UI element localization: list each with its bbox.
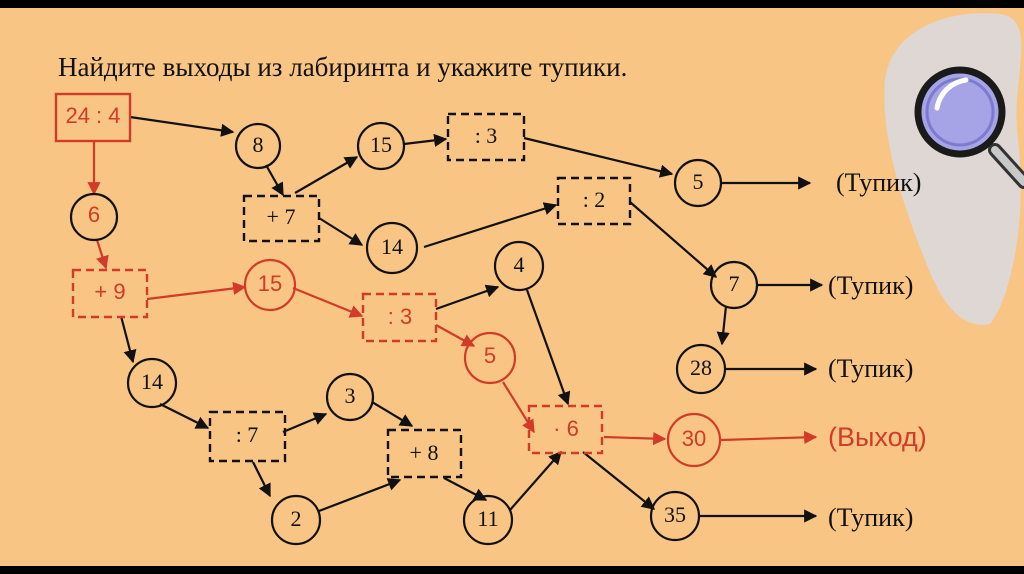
node-15-red: 15 <box>243 258 297 312</box>
svg-text:3: 3 <box>345 383 356 408</box>
op-mul-6: · 6 <box>527 404 604 455</box>
svg-text:30: 30 <box>682 426 706 451</box>
svg-text:15: 15 <box>370 132 392 157</box>
node-15: 15 <box>356 121 406 171</box>
op-plus-9: + 9 <box>71 268 149 319</box>
svg-text:: 2: : 2 <box>583 187 606 212</box>
deadend-label-4: (Тупик) <box>828 503 913 532</box>
svg-text:: 7: : 7 <box>236 422 259 447</box>
slide-title: Найдите выходы из лабиринта и укажите ту… <box>58 52 628 82</box>
svg-text:11: 11 <box>477 506 498 531</box>
node-11: 11 <box>462 494 514 546</box>
svg-text:: 3: : 3 <box>475 123 498 148</box>
node-5-red: 5 <box>463 331 517 385</box>
node-35: 35 <box>649 490 701 542</box>
node-14-top: 14 <box>365 221 419 275</box>
red-arrows <box>87 142 818 446</box>
svg-text:: 3: : 3 <box>388 304 412 329</box>
svg-text:4: 4 <box>514 252 525 277</box>
op-plus-7: + 7 <box>242 194 321 243</box>
node-3: 3 <box>325 372 375 422</box>
black-arrows <box>119 115 824 523</box>
top-bar <box>0 0 1024 8</box>
exit-label: (Выход) <box>828 422 927 452</box>
node-4: 4 <box>493 240 545 292</box>
svg-text:14: 14 <box>381 234 403 259</box>
node-30: 30 <box>666 412 722 468</box>
svg-text:5: 5 <box>484 343 496 368</box>
svg-text:2: 2 <box>291 506 302 531</box>
svg-text:+ 9: + 9 <box>94 279 125 304</box>
svg-text:14: 14 <box>141 369 163 394</box>
magnifying-glass-icon <box>884 13 1024 325</box>
op-plus-8: + 8 <box>386 428 463 479</box>
svg-text:5: 5 <box>693 169 704 194</box>
op-div-3: : 3 <box>446 112 526 162</box>
deadend-label-3: (Тупик) <box>828 354 913 383</box>
node-5: 5 <box>673 158 723 208</box>
op-div-7: : 7 <box>208 410 287 463</box>
svg-text:+ 7: + 7 <box>267 204 296 229</box>
node-6: 6 <box>69 192 119 242</box>
node-2: 2 <box>270 494 322 546</box>
svg-text:6: 6 <box>88 202 100 227</box>
svg-text:· 6: · 6 <box>553 416 579 441</box>
svg-text:24 : 4: 24 : 4 <box>65 103 120 128</box>
svg-text:7: 7 <box>729 271 740 296</box>
svg-text:8: 8 <box>253 132 264 157</box>
deadend-label-1: (Тупик) <box>836 168 921 197</box>
op-div-2: : 2 <box>556 176 632 226</box>
node-28: 28 <box>675 343 727 395</box>
node-8: 8 <box>234 122 282 170</box>
start-box: 24 : 4 <box>54 92 132 143</box>
svg-text:35: 35 <box>664 502 686 527</box>
svg-text:+ 8: + 8 <box>410 440 439 465</box>
op-div-3-red: : 3 <box>361 292 438 343</box>
node-14-bottom: 14 <box>126 357 178 409</box>
svg-text:28: 28 <box>690 355 712 380</box>
svg-text:15: 15 <box>258 271 282 296</box>
node-7: 7 <box>709 260 759 310</box>
bottom-bar <box>0 566 1024 574</box>
deadend-label-2: (Тупик) <box>828 271 913 300</box>
